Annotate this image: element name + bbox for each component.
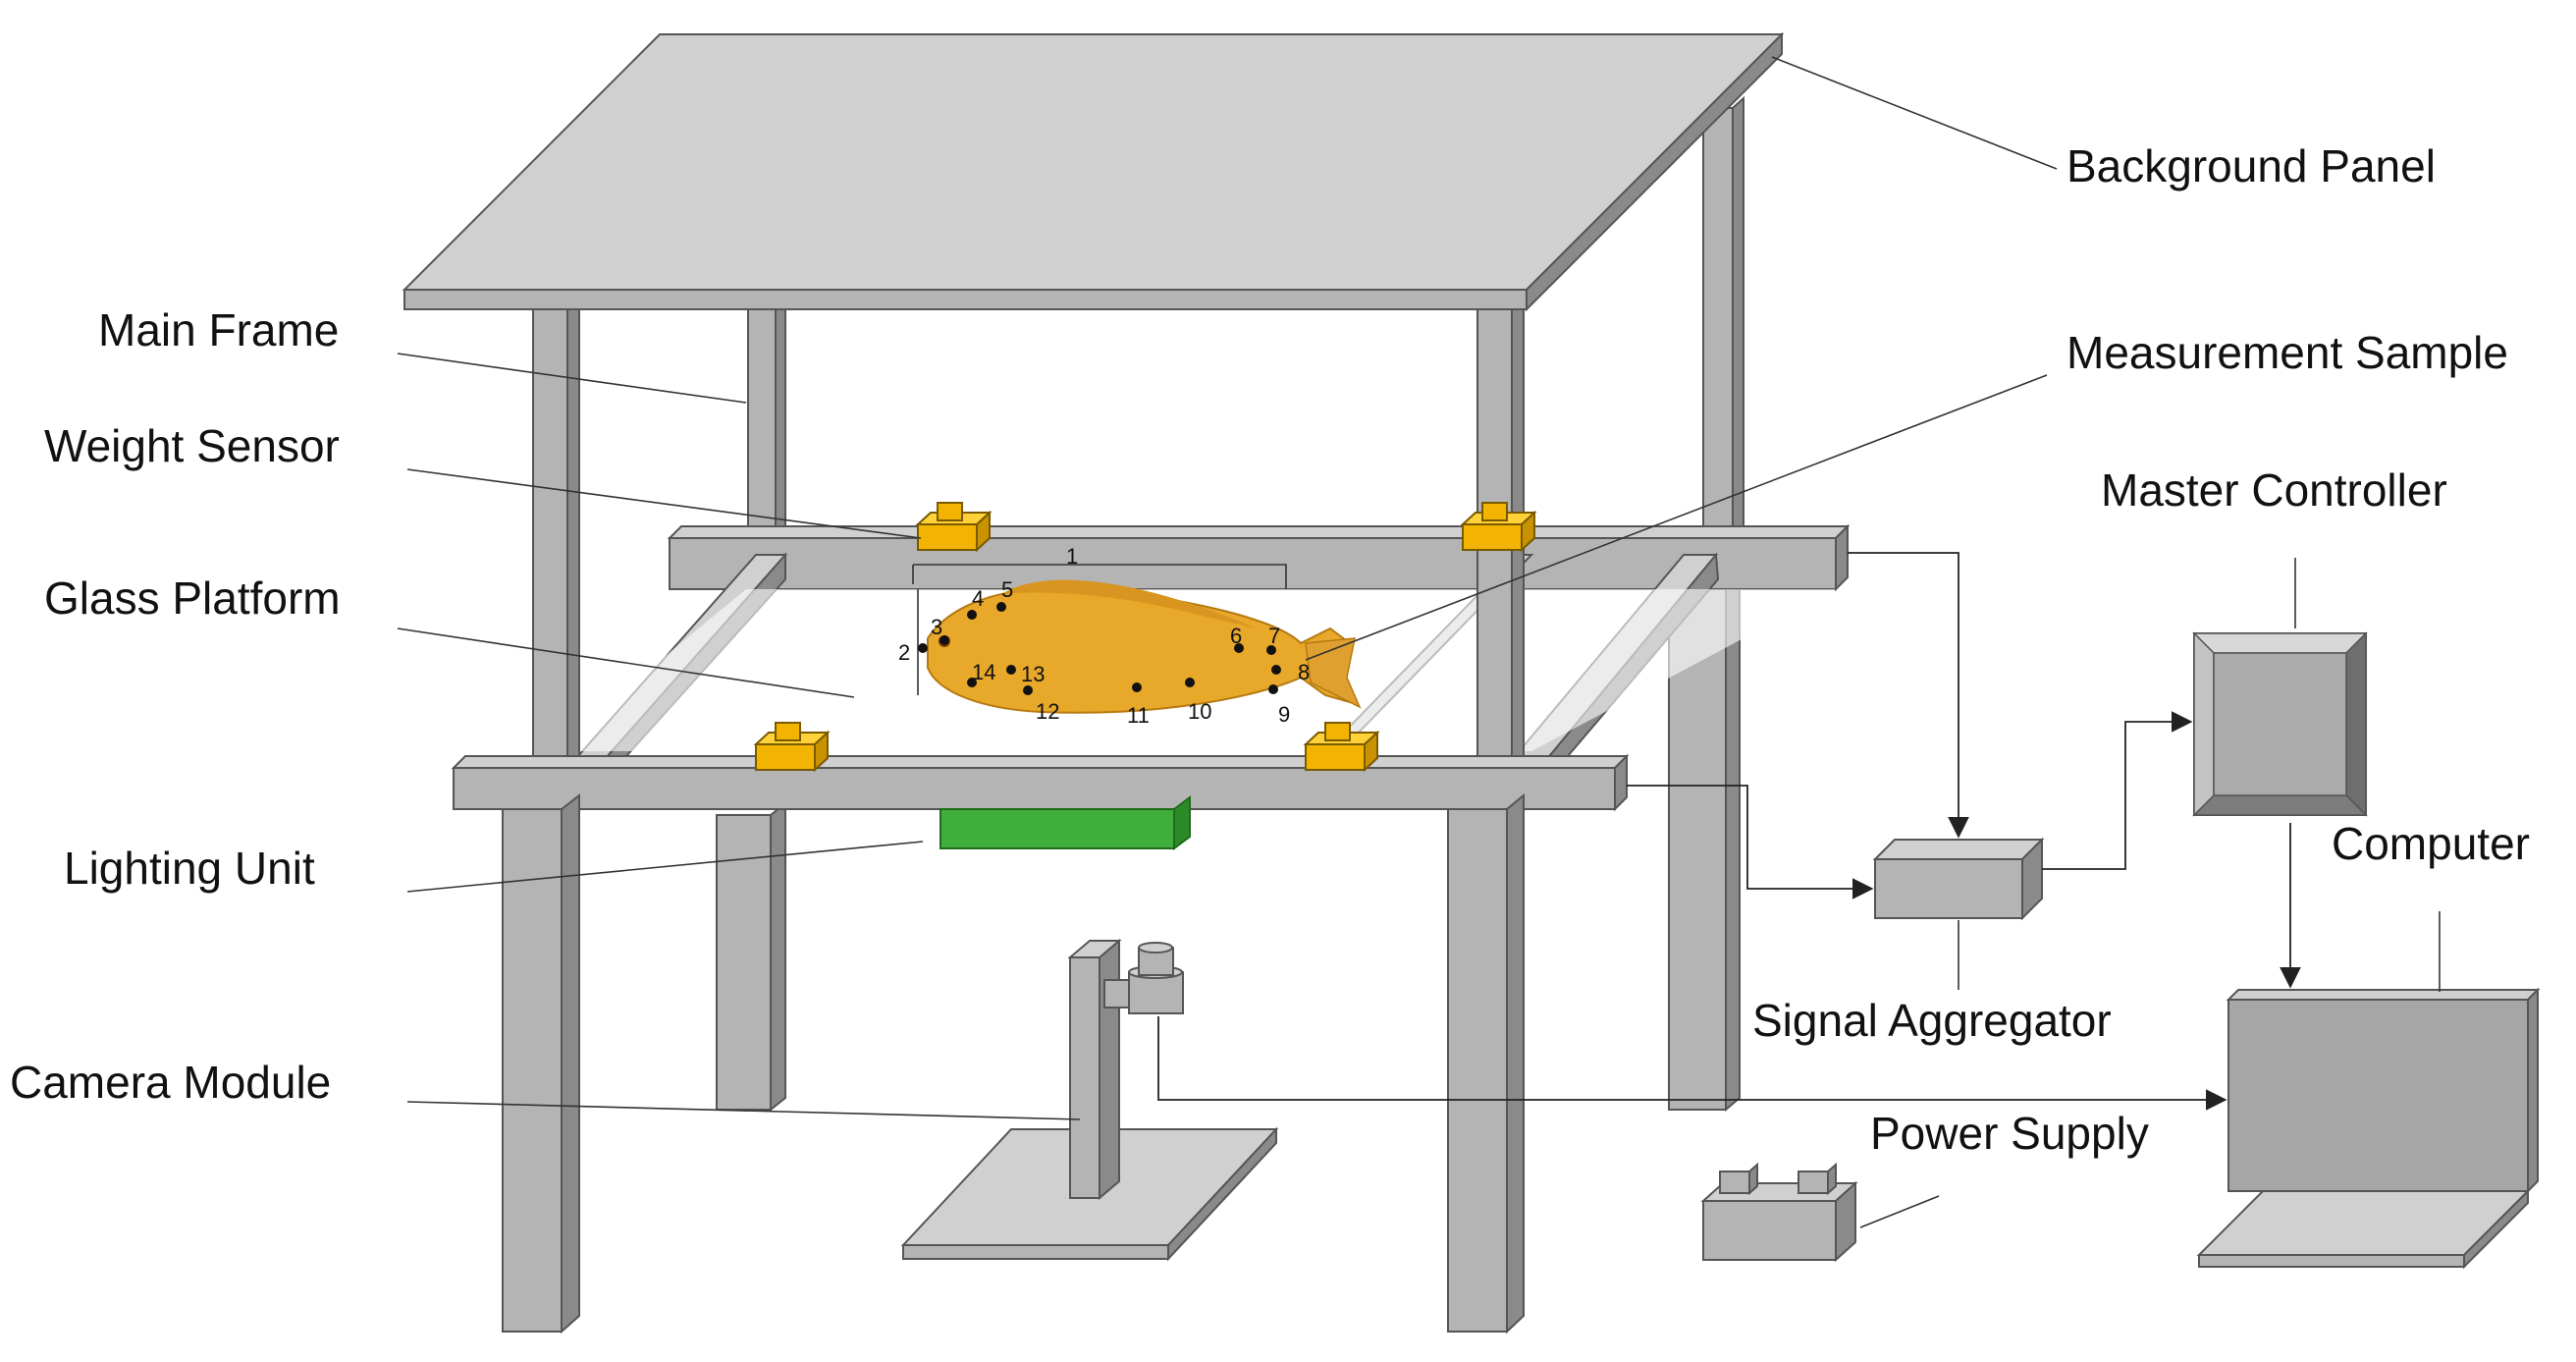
landmark-9: 9 xyxy=(1278,702,1290,727)
label-glass-platform: Glass Platform xyxy=(44,572,341,624)
landmark-14: 14 xyxy=(972,660,995,684)
landmark-3: 3 xyxy=(931,615,942,639)
label-power-supply: Power Supply xyxy=(1870,1108,2149,1159)
lighting-unit xyxy=(939,795,1191,850)
computer xyxy=(2196,987,2541,1270)
label-weight-sensor: Weight Sensor xyxy=(44,420,340,471)
label-signal-aggregator: Signal Aggregator xyxy=(1752,995,2112,1046)
leader-lines xyxy=(397,56,2441,1228)
wire-sensor-front-to-aggregator xyxy=(1627,785,1874,899)
landmark-8: 8 xyxy=(1298,660,1310,684)
label-background-panel: Background Panel xyxy=(2066,140,2436,191)
label-lighting-unit: Lighting Unit xyxy=(64,843,315,894)
wire-sensor-back-to-aggregator xyxy=(1848,552,1969,839)
landmark-12: 12 xyxy=(1036,699,1059,724)
background-panel xyxy=(402,31,1785,312)
wire-aggregator-to-controller xyxy=(2042,711,2193,870)
landmark-10: 10 xyxy=(1188,699,1211,724)
label-measurement-sample: Measurement Sample xyxy=(2066,327,2508,378)
weight-sensor-front-left xyxy=(753,722,831,773)
label-camera-module: Camera Module xyxy=(10,1057,331,1108)
platform-front-beam xyxy=(451,753,1630,812)
power-supply xyxy=(1700,1162,1858,1263)
landmark-4: 4 xyxy=(972,586,984,611)
camera-module xyxy=(900,938,1279,1262)
main-frame-back-right-post xyxy=(1702,95,1744,557)
signal-aggregator xyxy=(1872,837,2045,921)
landmark-1: 1 xyxy=(1066,544,1078,569)
landmark-6: 6 xyxy=(1230,624,1242,648)
label-computer: Computer xyxy=(2332,818,2530,869)
platform-back-beam xyxy=(667,523,1851,592)
landmark-5: 5 xyxy=(1001,577,1013,602)
label-main-frame: Main Frame xyxy=(98,304,339,355)
main-frame-front-left-post xyxy=(532,292,580,769)
weight-sensor-front-right xyxy=(1303,722,1380,773)
landmark-7: 7 xyxy=(1268,624,1280,648)
wire-camera-to-computer xyxy=(1157,1016,2227,1111)
back-left-leg xyxy=(716,800,786,1113)
front-left-leg xyxy=(502,792,580,1335)
landmark-2: 2 xyxy=(898,640,910,665)
front-right-leg xyxy=(1447,792,1525,1335)
landmark-11: 11 xyxy=(1127,703,1150,728)
label-master-controller: Master Controller xyxy=(2101,464,2447,516)
weight-sensor-back-right xyxy=(1460,502,1537,553)
landmark-13: 13 xyxy=(1021,662,1045,686)
weight-sensor-back-left xyxy=(915,502,993,553)
back-right-leg xyxy=(1668,574,1741,1113)
master-controller xyxy=(2192,631,2368,817)
